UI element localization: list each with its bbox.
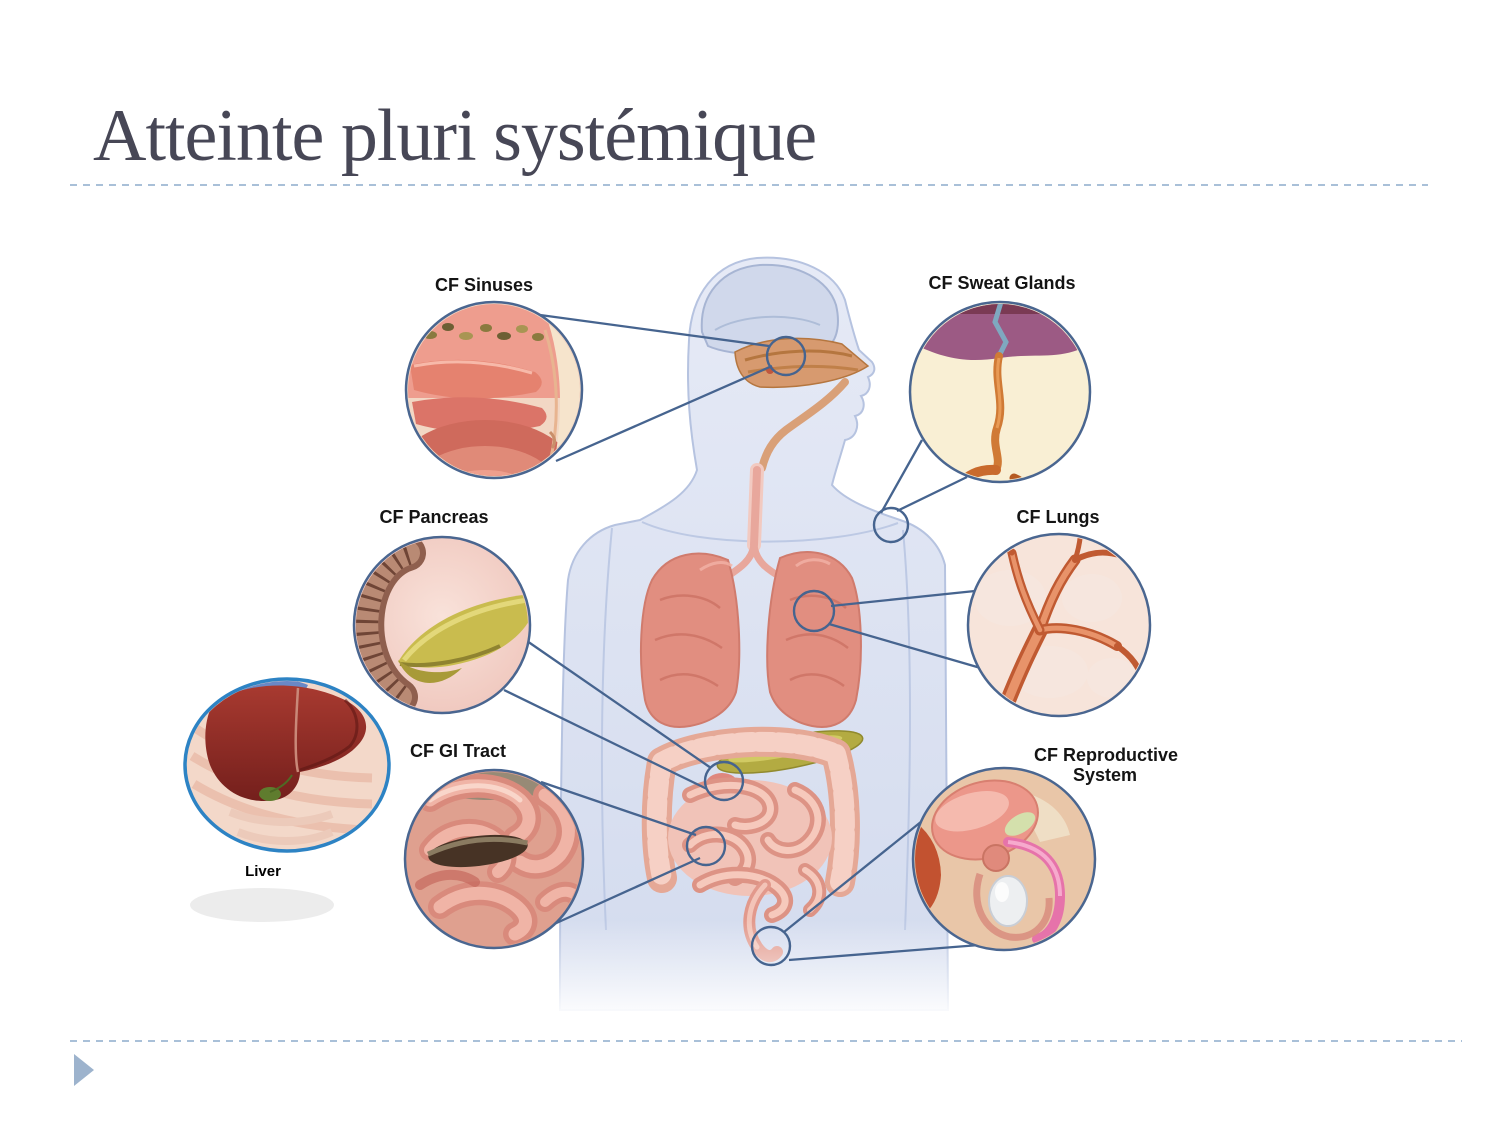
gi-tract-illustration — [415, 772, 581, 946]
right-arm-line — [902, 529, 911, 931]
label-cf-lungs: CF Lungs — [1017, 507, 1100, 527]
collar-line — [641, 521, 899, 543]
title-divider-dashed-line — [70, 184, 1428, 186]
pancreas-marker — [703, 760, 745, 802]
lungs-connector — [828, 589, 985, 671]
callout-sinuses — [404, 300, 584, 480]
callout-reproductive — [911, 766, 1097, 952]
body-fade — [548, 920, 960, 1020]
intestine-marker — [685, 825, 727, 867]
label-cf-pancreas: CF Pancreas — [379, 507, 488, 527]
pancreas-illustration — [356, 539, 528, 711]
label-cf-reproductive-line2: System — [1073, 765, 1137, 785]
label-cf-reproductive-line1: CF Reproductive — [1034, 745, 1178, 765]
reproductive-connector — [783, 812, 993, 962]
human-body-silhouette — [548, 256, 960, 1020]
sweat-glands-connector — [879, 439, 968, 514]
label-liver: Liver — [245, 863, 281, 880]
sweat-marker — [872, 506, 910, 544]
left-arm-line — [600, 527, 613, 931]
callout-sweat-glands — [908, 300, 1092, 484]
throat — [758, 378, 849, 472]
label-cf-sinuses: CF Sinuses — [435, 275, 533, 295]
small-intestine — [668, 777, 832, 923]
sinuses-connector — [517, 310, 773, 463]
gi-tract-connector — [540, 780, 701, 927]
connector-lines — [503, 310, 993, 962]
callout-pancreas — [352, 535, 532, 715]
lungs — [640, 551, 862, 728]
lung-marker — [792, 589, 836, 633]
rectum-marker — [750, 925, 792, 967]
label-cf-sweat-glands: CF Sweat Glands — [928, 273, 1075, 293]
callout-lungs — [966, 532, 1152, 718]
sinus-marker — [765, 335, 807, 377]
slide-footer-triangle-icon — [74, 1054, 94, 1086]
label-cf-gi-tract: CF GI Tract — [410, 741, 506, 761]
liver-illustration — [189, 681, 373, 845]
footer-divider-dashed-line — [70, 1040, 1462, 1042]
body-marker-circles — [685, 335, 910, 967]
callout-gi-tract — [403, 768, 585, 950]
page-title: Atteinte pluri systémique — [93, 95, 817, 177]
liver-label-shadow — [190, 888, 334, 922]
pancreas-connector — [503, 640, 712, 791]
brain-fold — [714, 315, 821, 331]
callout-liver — [183, 677, 391, 853]
